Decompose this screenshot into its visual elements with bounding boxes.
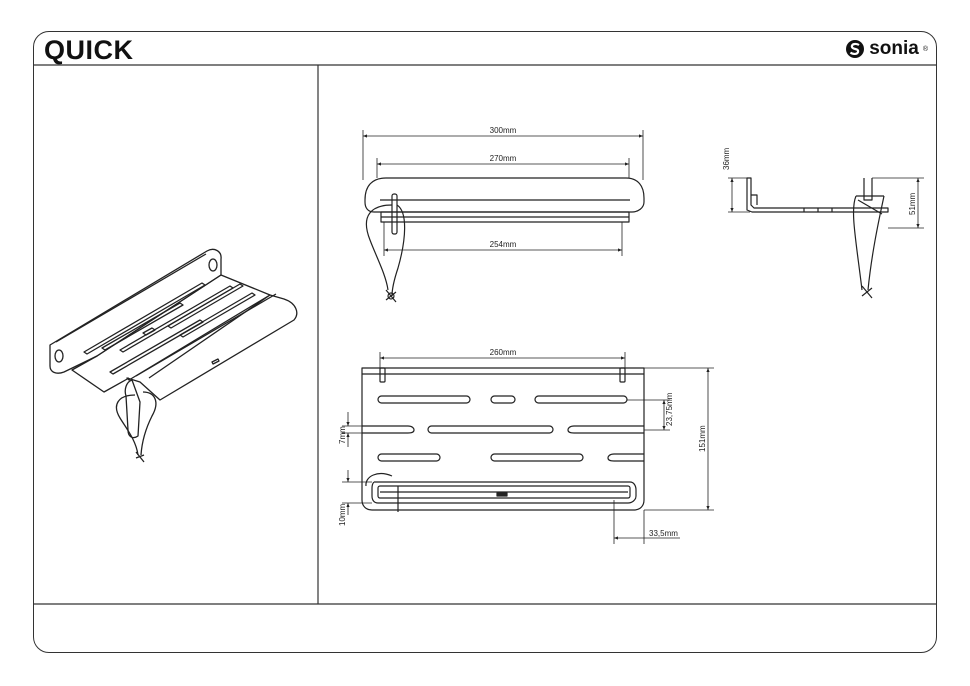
dim-top-gap-small: 7mm: [338, 426, 347, 444]
frame-lines: [33, 64, 937, 605]
front-dimension-lines: [362, 130, 644, 256]
dim-top-offset: 33,5mm: [649, 529, 678, 538]
dim-side-height-total: 51mm: [908, 192, 917, 215]
dim-top-slot-pitch: 23,75mm: [665, 392, 674, 426]
dim-front-inner-width: 270mm: [490, 154, 517, 163]
side-view: [746, 177, 889, 299]
brand-logo: sonia®: [845, 38, 928, 60]
drawing-frame: [33, 31, 937, 653]
dim-side-height-top: 36mm: [722, 147, 731, 170]
top-dimension-lines: [342, 352, 714, 544]
side-dimension-lines: [728, 177, 924, 229]
brand-name: sonia: [869, 38, 919, 59]
dim-front-bar-width: 254mm: [490, 240, 517, 249]
front-view: [364, 177, 645, 303]
registered-mark: ®: [922, 45, 928, 53]
isometric-view: [49, 248, 298, 463]
dim-front-overall-width: 300mm: [490, 126, 517, 135]
dim-top-gap-bottom: 10mm: [338, 503, 347, 526]
top-view: [361, 367, 645, 512]
dim-top-width: 260mm: [490, 348, 517, 357]
dim-top-depth: 151mm: [698, 425, 707, 452]
product-title: QUICK: [44, 35, 134, 65]
sonia-logo-icon: [846, 40, 865, 58]
